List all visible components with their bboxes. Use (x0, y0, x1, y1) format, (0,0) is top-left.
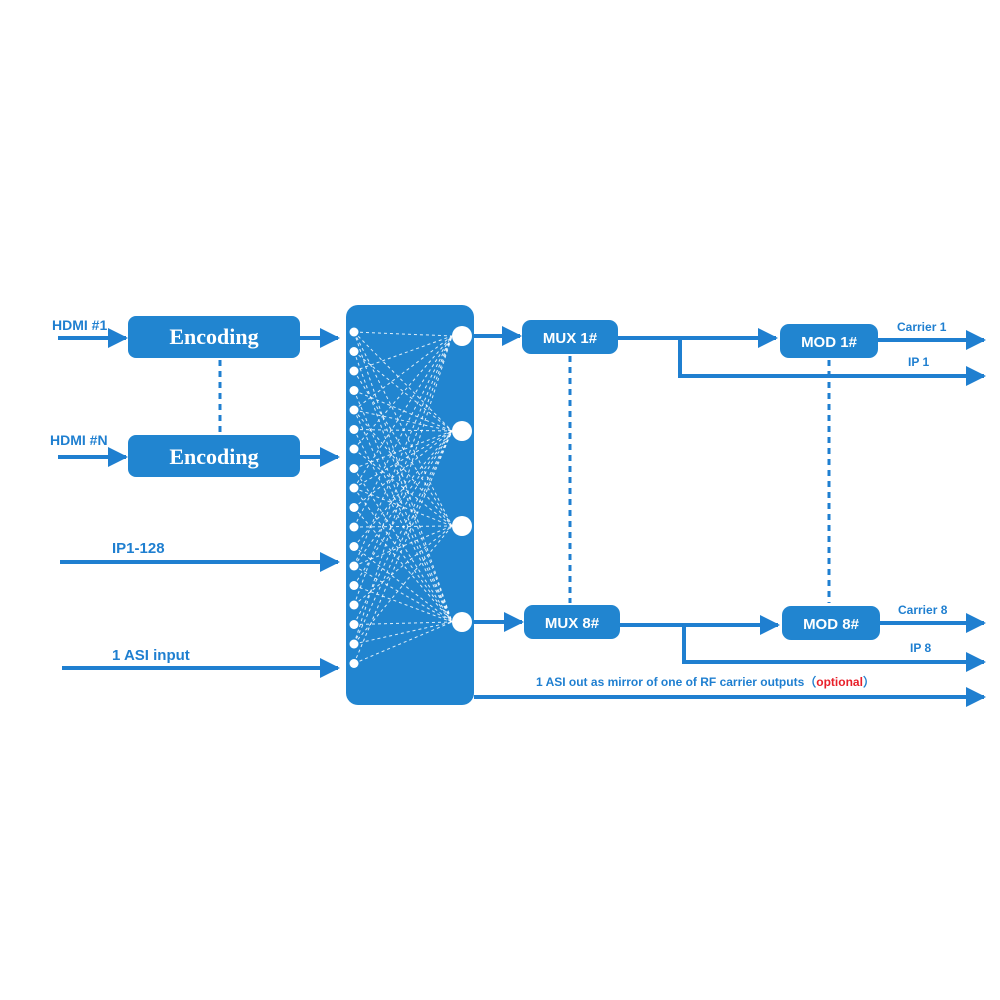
asi-out-text: 1 ASI out as mirror of one of RF carrier… (536, 674, 816, 689)
matrix-link (353, 335, 453, 489)
matrix-link (353, 370, 453, 527)
mod8-label: MOD 8# (803, 616, 860, 633)
matrix-link (353, 487, 453, 623)
ip-input-label: IP1-128 (112, 540, 165, 557)
asi-input-label: 1 ASI input (112, 647, 190, 664)
matrix-input-dot (349, 405, 359, 415)
matrix-input-dot (349, 581, 359, 590)
matrix-input-dots (349, 327, 359, 668)
hdmi1-label: HDMI #1 (52, 317, 107, 333)
matrix-input-dot (349, 347, 359, 356)
matrix-link (353, 430, 453, 489)
ip1-label: IP 1 (908, 355, 929, 369)
matrix-link (353, 331, 453, 432)
matrix-link (353, 429, 453, 432)
hdmiN-label: HDMI #N (50, 432, 108, 448)
matrix-output-node-3 (452, 516, 472, 536)
matrix-link (353, 335, 453, 450)
ip8-label: IP 8 (910, 641, 931, 655)
matrix-input-dot (349, 522, 359, 532)
asi-out-close: ） (863, 674, 875, 689)
matrix-link (353, 621, 453, 625)
mux1-box (522, 320, 618, 354)
carrier8-label: Carrier 8 (898, 603, 948, 617)
mux8-label: MUX 8# (545, 615, 600, 632)
switch-matrix-mesh (353, 331, 453, 664)
mod1-box (780, 324, 878, 358)
matrix-input-dot (349, 327, 359, 337)
matrix-input-dot (349, 483, 359, 493)
matrix-input-dot (349, 366, 359, 376)
matrix-input-dot (349, 620, 359, 629)
encoder-label-1: Encoding (169, 324, 258, 349)
matrix-input-dot (349, 386, 359, 395)
matrix-input-dot (349, 659, 359, 668)
matrix-link (353, 409, 453, 432)
matrix-link (353, 335, 453, 411)
encoder-box-1 (128, 316, 300, 358)
matrix-output-node-2 (452, 421, 472, 441)
asi-out-optional: optional (816, 675, 863, 689)
asi-out-label: 1 ASI out as mirror of one of RF carrier… (536, 674, 875, 689)
matrix-output-node-8 (452, 612, 472, 632)
matrix-input-dot (349, 600, 359, 610)
matrix-link (353, 525, 453, 528)
matrix-output-node-1 (452, 326, 472, 346)
matrix-link (353, 331, 453, 337)
mod1-label: MOD 1# (801, 334, 858, 351)
matrix-input-dot (349, 561, 359, 571)
carrier1-label: Carrier 1 (897, 320, 947, 334)
mux8-to-ip8-arrow (682, 625, 986, 672)
matrix-input-dot (349, 444, 359, 454)
mux8-box (524, 605, 620, 639)
matrix-link (353, 409, 453, 623)
matrix-link (353, 621, 453, 645)
mux1-label: MUX 1# (543, 330, 598, 347)
matrix-link (353, 409, 453, 527)
matrix-link (353, 335, 453, 372)
mux1-to-ip1-arrow (678, 338, 986, 386)
matrix-link (353, 430, 453, 664)
encoder-label-N: Encoding (169, 444, 258, 469)
encoder-box-N (128, 435, 300, 477)
mod8-box (782, 606, 880, 640)
matrix-link (353, 565, 453, 623)
matrix-input-dot (349, 639, 359, 649)
matrix-link (353, 430, 453, 567)
matrix-input-dot (349, 425, 359, 434)
matrix-input-dot (349, 542, 359, 551)
matrix-input-dot (349, 464, 359, 473)
matrix-input-dot (349, 503, 359, 512)
